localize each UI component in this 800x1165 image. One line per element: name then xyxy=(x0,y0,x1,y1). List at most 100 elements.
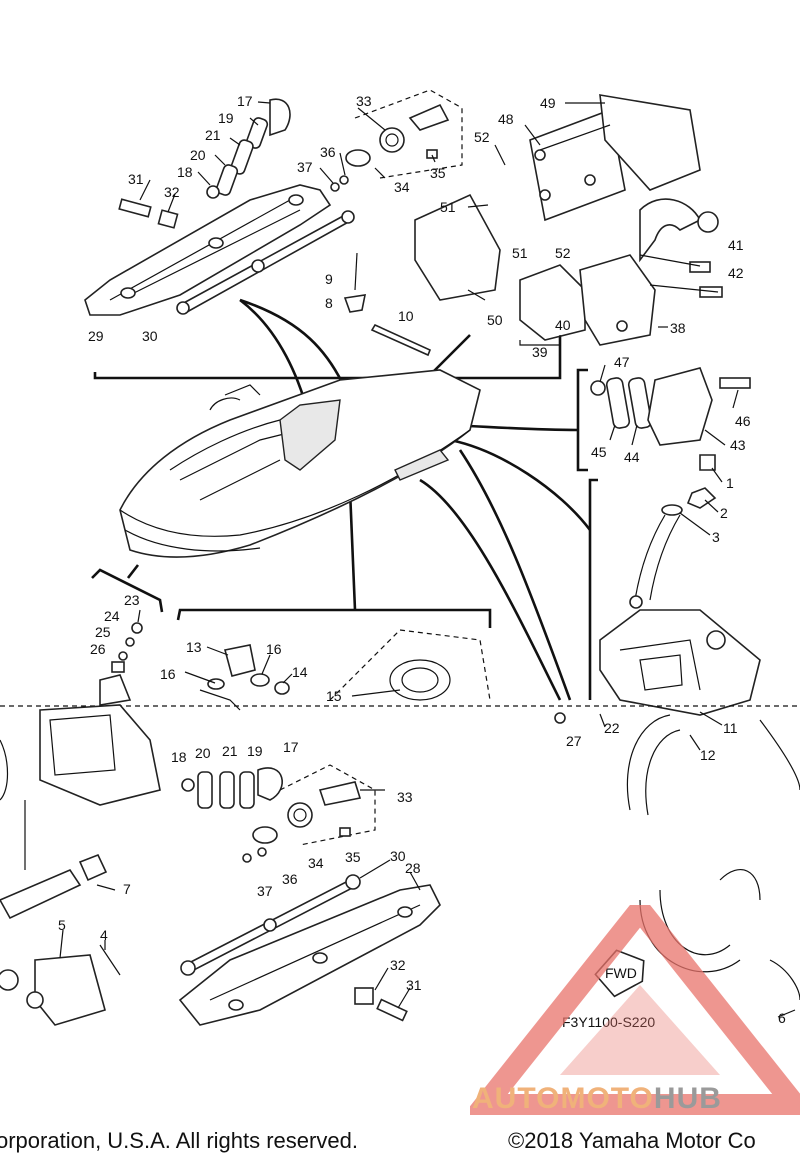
part-label: 1 xyxy=(726,475,734,491)
cover-panel-top xyxy=(414,94,719,301)
bracket-set-top xyxy=(206,98,291,199)
part-label: 36 xyxy=(282,871,298,887)
part-label: 26 xyxy=(90,641,106,657)
group-bracket-fittings xyxy=(176,608,492,628)
leader-curve-6 xyxy=(458,449,572,701)
part-label: 10 xyxy=(398,308,414,324)
part-label: 20 xyxy=(195,745,211,761)
part-label: 27 xyxy=(566,733,582,749)
part-label: 7 xyxy=(123,881,131,897)
leader-curve-3 xyxy=(429,334,471,376)
part-label: 33 xyxy=(397,789,413,805)
hose-fitting-right xyxy=(634,454,717,601)
watermark-text-auto: AUTOMOTO xyxy=(472,1082,654,1115)
part-number-labels: 49 48 52 51 51 52 41 42 38 50 40 39 33 3… xyxy=(58,93,786,1030)
group-bracket-handle xyxy=(93,330,562,380)
part-label: 35 xyxy=(430,165,446,181)
part-label: 16 xyxy=(160,666,176,682)
watercraft-hull xyxy=(119,369,481,558)
part-label: 36 xyxy=(320,144,336,160)
filler-cap-top xyxy=(330,89,463,192)
part-label: 40 xyxy=(555,317,571,333)
part-label: 17 xyxy=(237,93,253,109)
part-label: 37 xyxy=(257,883,273,899)
part-label: 28 xyxy=(405,860,421,876)
copyright-left: orporation, U.S.A. All rights reserved. xyxy=(0,1128,358,1153)
leader-curve-7 xyxy=(419,478,562,701)
watermark-triangle-icon xyxy=(470,905,800,1115)
part-label: 18 xyxy=(171,749,187,765)
part-label: 2 xyxy=(720,505,728,521)
part-label: 49 xyxy=(540,95,556,111)
part-label: 8 xyxy=(325,295,333,311)
fwd-label: FWD xyxy=(605,965,637,981)
pipe-module-left xyxy=(0,853,121,1026)
part-label: 41 xyxy=(728,237,744,253)
part-label: 34 xyxy=(394,179,410,195)
part-label: 45 xyxy=(591,444,607,460)
part-label: 22 xyxy=(604,720,620,736)
part-label: 44 xyxy=(624,449,640,465)
part-label: 52 xyxy=(474,129,490,145)
part-label: 30 xyxy=(142,328,158,344)
group-bracket-grip xyxy=(576,368,588,472)
housing-left-bottom xyxy=(0,704,161,870)
part-label: 9 xyxy=(325,271,333,287)
bracket-set-bottom xyxy=(181,767,283,809)
leader-curve-8 xyxy=(348,489,357,611)
group-bracket-bolts xyxy=(91,568,164,613)
part-label: 16 xyxy=(266,641,282,657)
part-label: 50 xyxy=(487,312,503,328)
part-label: 3 xyxy=(712,529,720,545)
part-label: 17 xyxy=(283,739,299,755)
part-label: 51 xyxy=(512,245,528,261)
part-label: 33 xyxy=(356,93,372,109)
part-label: 20 xyxy=(190,147,206,163)
part-label: 51 xyxy=(440,199,456,215)
part-label: 43 xyxy=(730,437,746,453)
part-label: 4 xyxy=(100,927,108,943)
part-label: 30 xyxy=(390,848,406,864)
part-label: 35 xyxy=(345,849,361,865)
part-label: 21 xyxy=(222,743,238,759)
part-label: 32 xyxy=(164,184,180,200)
part-label: 31 xyxy=(128,171,144,187)
part-label: 23 xyxy=(124,592,140,608)
part-label: 21 xyxy=(205,127,221,143)
part-label: 47 xyxy=(614,354,630,370)
jet-pump-housing xyxy=(599,595,761,716)
part-label: 29 xyxy=(88,328,104,344)
leader-curve-9 xyxy=(126,564,140,579)
watermark-logo xyxy=(470,905,800,1115)
grip-assembly-right xyxy=(590,367,751,446)
part-label: 25 xyxy=(95,624,111,640)
part-label: 12 xyxy=(700,747,716,763)
screw-strap-top xyxy=(343,252,432,357)
part-label: 37 xyxy=(297,159,313,175)
part-label: 24 xyxy=(104,608,120,624)
grab-handle-bottom xyxy=(178,874,441,1026)
part-label: 15 xyxy=(326,688,342,704)
part-label: 46 xyxy=(735,413,751,429)
copyright-footer: orporation, U.S.A. All rights reserved. … xyxy=(0,1128,800,1165)
part-label: 38 xyxy=(670,320,686,336)
bolt-31-top xyxy=(118,198,179,229)
filler-cap-bottom xyxy=(242,764,376,863)
cleat-assembly-top xyxy=(519,254,723,346)
part-label: 11 xyxy=(723,720,738,736)
part-label: 19 xyxy=(218,110,234,126)
part-label: 14 xyxy=(292,664,308,680)
fittings-center xyxy=(199,644,290,711)
intake-grate-center xyxy=(329,629,491,701)
part-label: 52 xyxy=(555,245,571,261)
part-label: 39 xyxy=(532,344,548,360)
leader-lines xyxy=(59,101,796,1018)
watermark-text: AUTOMOTOHUB xyxy=(472,1082,722,1116)
copyright-right: ©2018 Yamaha Motor Co xyxy=(508,1128,756,1153)
part-label: 42 xyxy=(728,265,744,281)
part-label: 6 xyxy=(778,1010,786,1026)
part-label: 18 xyxy=(177,164,193,180)
part-label: 31 xyxy=(406,977,422,993)
part-label: 48 xyxy=(498,111,514,127)
